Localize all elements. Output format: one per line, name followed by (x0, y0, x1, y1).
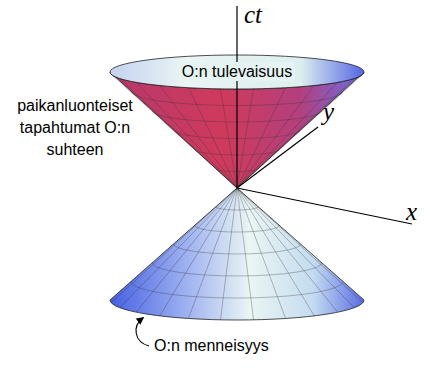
grid-line (152, 263, 321, 276)
region-label: O:n menneisyys (154, 336, 269, 355)
y-axis (237, 127, 318, 188)
region-label: paikanluonteiset tapahtumat O:n suhteen (3, 95, 147, 161)
grid-line (195, 225, 280, 232)
grid-line (174, 244, 301, 254)
axis-label: y (323, 97, 334, 127)
grid-line (131, 281, 343, 298)
axis-label: ct (244, 0, 262, 30)
x-axis (237, 188, 412, 224)
leader-arrow (136, 318, 149, 346)
ct-axis (236, 6, 237, 188)
axis-label: x (406, 197, 417, 227)
past-cone-grid (111, 188, 363, 320)
grid-line (216, 207, 258, 210)
region-label: O:n tulevaisuus (179, 62, 295, 81)
past-cone (110, 188, 364, 320)
